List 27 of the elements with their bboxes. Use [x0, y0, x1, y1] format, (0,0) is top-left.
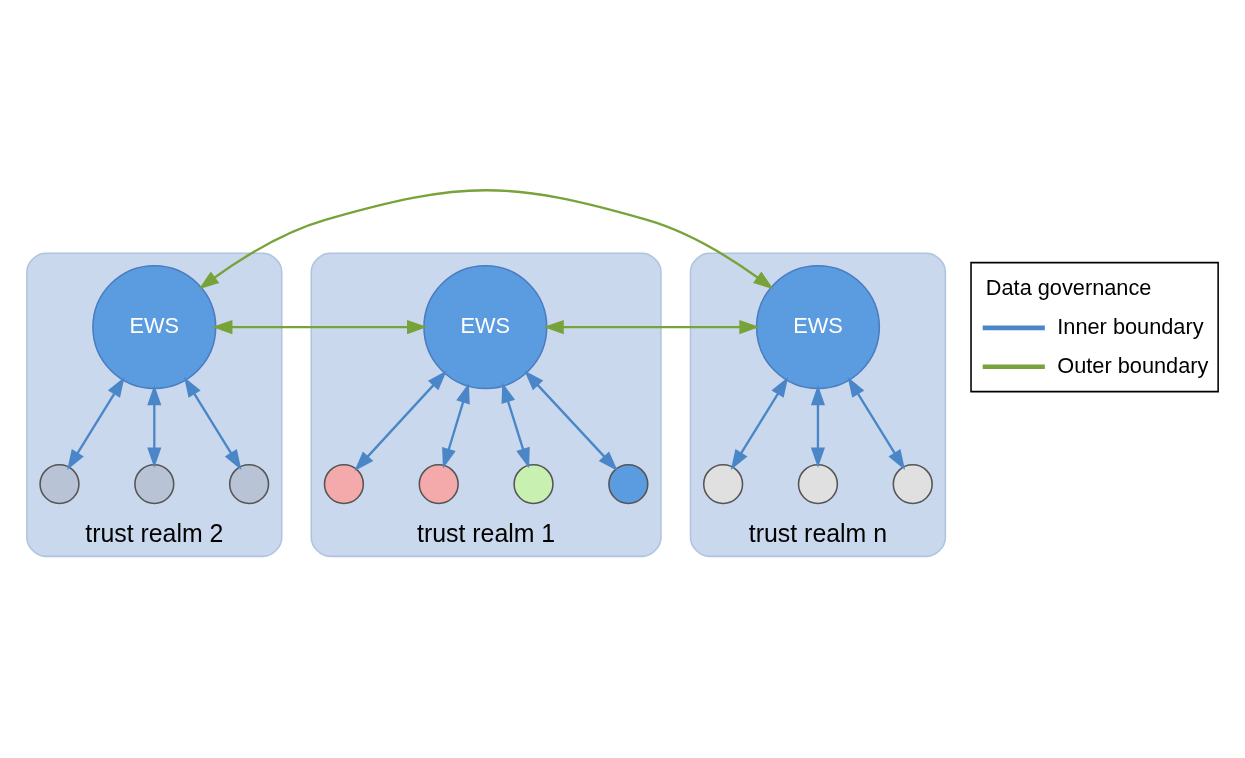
node-circle	[892, 463, 933, 504]
arrow	[147, 384, 162, 468]
arrow	[212, 319, 428, 334]
node-circle	[228, 463, 270, 504]
node-circle	[39, 463, 80, 504]
arrow	[442, 382, 470, 468]
legend-label: Inner boundary	[1057, 313, 1204, 339]
legend-label: Outer boundary	[1057, 351, 1209, 377]
node-circle	[323, 463, 365, 504]
arrow	[198, 188, 774, 289]
arrow	[354, 370, 447, 471]
arrow	[810, 384, 826, 468]
arrow	[847, 376, 906, 470]
node-circle	[608, 463, 649, 504]
node-circle: EWS	[92, 264, 217, 389]
node-circle	[702, 463, 744, 504]
label: Data governance	[985, 274, 1152, 300]
arrow	[730, 376, 789, 470]
arrow	[501, 382, 530, 468]
arrow	[67, 376, 125, 470]
arrow	[543, 319, 760, 334]
node-circle	[513, 463, 554, 504]
arrow	[184, 376, 242, 470]
node-circle	[418, 463, 459, 504]
node-circle	[134, 463, 175, 504]
arrow	[524, 370, 618, 471]
node-circle	[797, 463, 839, 504]
